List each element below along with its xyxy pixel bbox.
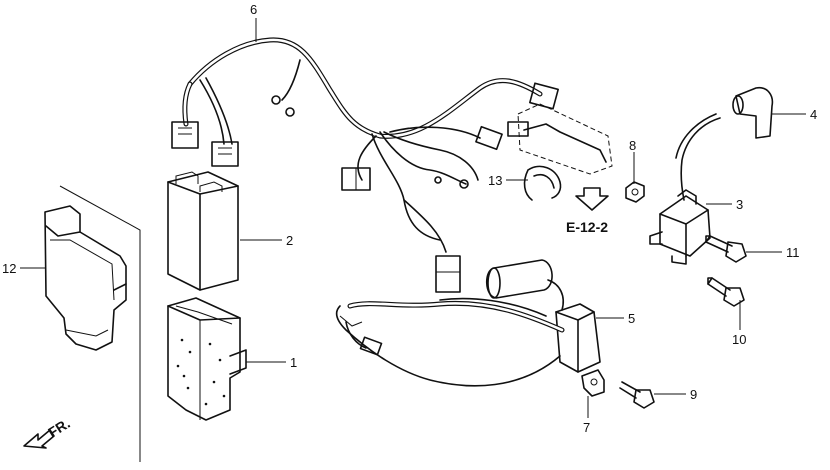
callout-1: 1 <box>290 355 297 370</box>
callout-5: 5 <box>628 311 635 326</box>
callout-9: 9 <box>690 387 697 402</box>
part-5-condenser-unit <box>335 259 601 387</box>
part-4-plug-cap <box>732 86 774 139</box>
callout-3: 3 <box>736 197 743 212</box>
callout-labels: 6 2 1 3 4 5 7 8 9 10 11 12 13 <box>2 2 817 435</box>
part-3-ignition-coil <box>649 113 721 265</box>
harness-connector-b <box>211 141 239 167</box>
callout-8: 8 <box>629 138 636 153</box>
section-reference: E-12-2 <box>566 219 608 235</box>
callout-7: 7 <box>583 420 590 435</box>
callout-10: 10 <box>732 332 746 347</box>
part-11-bolt <box>705 235 747 263</box>
callout-6: 6 <box>250 2 257 17</box>
front-direction-indicator: FR. <box>23 415 73 449</box>
part-1-holder <box>167 297 247 421</box>
detail-subharness <box>507 103 613 211</box>
callout-13: 13 <box>488 173 502 188</box>
harness-terminals <box>271 95 469 189</box>
callout-2: 2 <box>286 233 293 248</box>
part-12-cover <box>44 205 127 351</box>
holder-stipple <box>176 338 226 406</box>
harness-connector-c <box>341 167 371 191</box>
part-7-stay <box>581 369 605 397</box>
leader-lines <box>20 18 806 418</box>
part-2-ignition-module <box>167 171 239 291</box>
harness-connector-e <box>529 82 559 110</box>
harness-connector-d <box>435 255 461 293</box>
part-13-clamp <box>523 165 562 201</box>
callout-12: 12 <box>2 261 16 276</box>
front-arrow-icon <box>23 429 55 449</box>
harness-connector-a <box>171 121 199 149</box>
front-label: FR. <box>45 415 73 441</box>
harness-connector-f <box>475 125 503 151</box>
part-10-bolt <box>707 277 745 307</box>
part-6-wire-harness <box>171 37 559 293</box>
callout-11: 11 <box>786 245 800 260</box>
mounting-panel <box>59 185 141 462</box>
part-9-bolt <box>619 381 655 409</box>
callout-4: 4 <box>810 107 817 122</box>
part-8-nut <box>625 181 645 203</box>
